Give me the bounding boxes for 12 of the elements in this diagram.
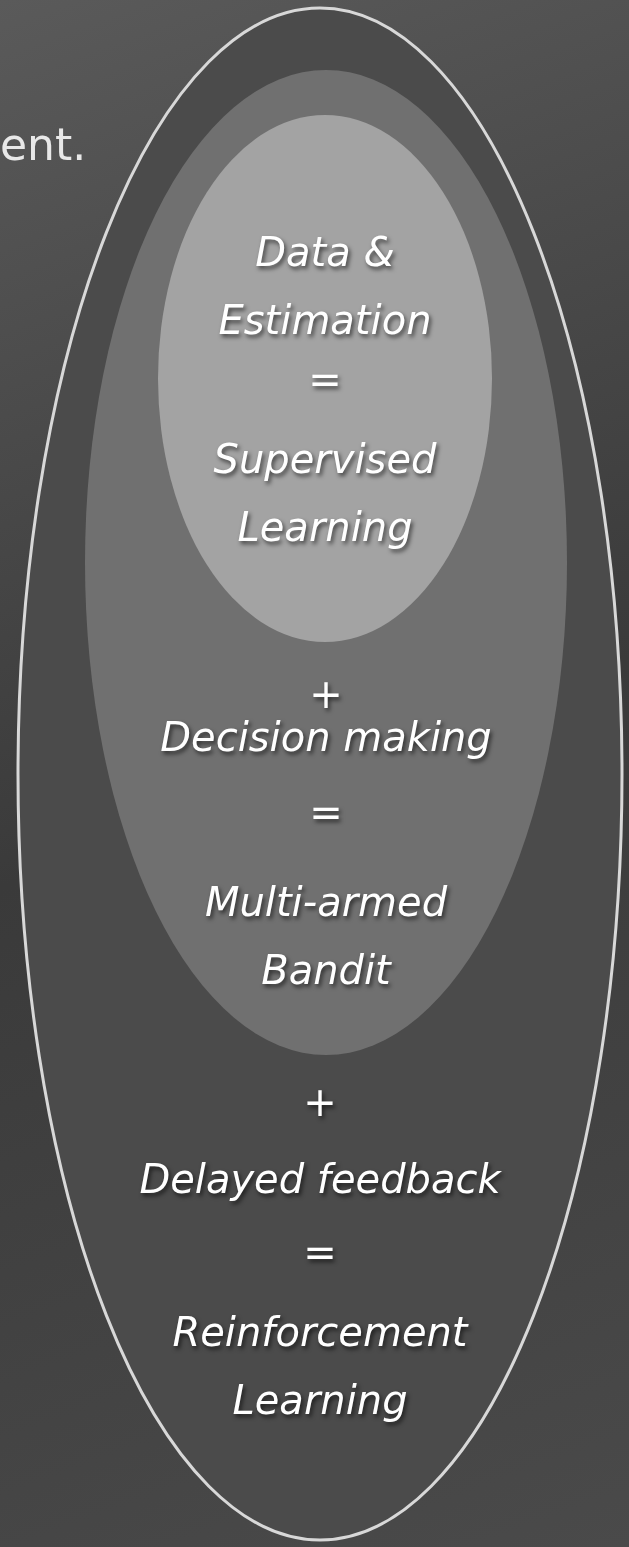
cut-off-heading-text: ent.: [0, 118, 87, 172]
inner-ellipse: [158, 115, 492, 642]
concept-text: =: [308, 788, 344, 837]
middle-ellipse: [85, 70, 567, 1055]
concept-text: =: [307, 355, 343, 404]
concept-text: Reinforcement Learning: [171, 1308, 470, 1425]
concept-text: +: [302, 1078, 338, 1127]
concept-text: Delayed feedback: [138, 1155, 503, 1204]
concept-text: Multi-armed Bandit: [203, 878, 449, 995]
concept-text: =: [302, 1228, 338, 1277]
concept-text: Supervised Learning: [212, 435, 438, 552]
concept-text: Data & Estimation: [217, 228, 433, 345]
